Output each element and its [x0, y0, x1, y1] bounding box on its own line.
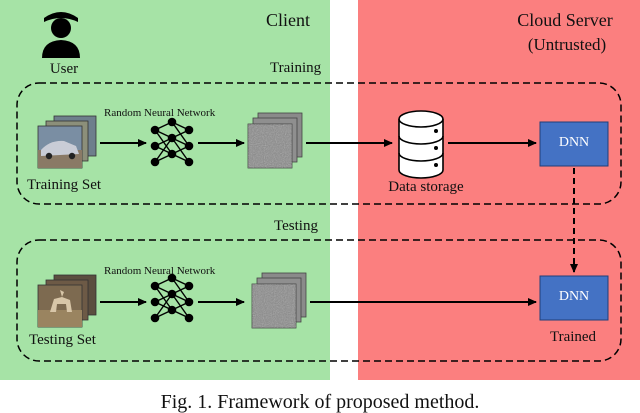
encrypted-images-training [247, 112, 303, 169]
rnn-label-testing: Random Neural Network [104, 265, 216, 277]
server-title: Cloud Server [517, 10, 613, 30]
dnn-box-training [539, 121, 609, 167]
rnn-label-training: Random Neural Network [104, 107, 216, 119]
database-icon [398, 110, 444, 179]
dnn-box-testing [539, 275, 609, 321]
training-phase-label: Training [270, 60, 322, 76]
training-set-images [37, 115, 97, 169]
dnn-label-testing: DNN [558, 289, 590, 304]
user-label: User [49, 61, 79, 77]
testing-set-images [37, 274, 97, 328]
training-dashed-box [16, 82, 622, 205]
server-subtitle: (Untrusted) [527, 35, 607, 54]
testing-phase-label: Testing [274, 218, 318, 234]
storage-label: Data storage [388, 179, 464, 195]
dnn-label-training: DNN [558, 135, 590, 150]
neural-network-icon-training [150, 117, 194, 167]
testing-dashed-box [16, 239, 622, 362]
user-icon [42, 12, 80, 58]
trained-label: Trained [549, 329, 597, 345]
training-set-label: Training Set [27, 177, 102, 193]
testing-set-label: Testing Set [29, 332, 96, 348]
neural-network-icon-testing [150, 273, 194, 323]
encrypted-images-testing [251, 272, 307, 329]
client-title: Client [266, 10, 310, 30]
figure-caption: Fig. 1. Framework of proposed method. [160, 391, 480, 413]
